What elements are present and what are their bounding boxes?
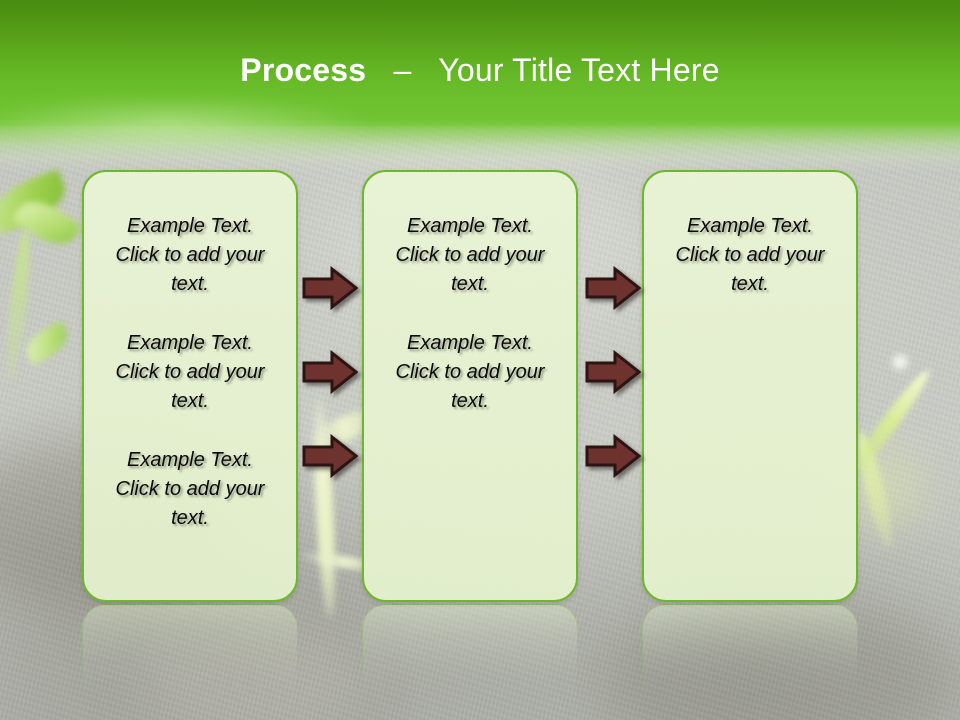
arrow-right-icon-2-2[interactable] <box>585 350 641 394</box>
process-box-2-reflection <box>362 604 578 720</box>
header-glow <box>0 96 380 156</box>
title-bold-part: Process <box>240 52 367 88</box>
process-box-1-paragraph-3[interactable]: Example Text. Click to add your text. <box>115 449 265 529</box>
process-box-1-paragraph-1[interactable]: Example Text. Click to add your text. <box>115 215 265 295</box>
process-box-2-body: Example Text. Click to add your text. Ex… <box>364 172 576 416</box>
process-box-3-reflection <box>642 604 858 720</box>
arrow-right-icon-1-3[interactable] <box>302 434 358 478</box>
process-box-2[interactable]: Example Text. Click to add your text. Ex… <box>362 170 578 602</box>
arrow-right-icon-2-3[interactable] <box>585 434 641 478</box>
process-box-1[interactable]: Example Text. Click to add your text. Ex… <box>82 170 298 602</box>
arrow-right-icon-1-2[interactable] <box>302 350 358 394</box>
sprout-tip-right <box>890 352 910 372</box>
process-box-3-paragraph-1[interactable]: Example Text. Click to add your text. <box>675 215 825 295</box>
arrow-right-icon-1-1[interactable] <box>302 266 358 310</box>
arrow-right-icon-2-1[interactable] <box>585 266 641 310</box>
title-dash: – <box>393 52 412 88</box>
process-box-3[interactable]: Example Text. Click to add your text. <box>642 170 858 602</box>
process-box-1-body: Example Text. Click to add your text. Ex… <box>84 172 296 533</box>
process-box-1-reflection <box>82 604 298 720</box>
process-box-2-paragraph-1[interactable]: Example Text. Click to add your text. <box>395 215 545 295</box>
process-box-1-paragraph-2[interactable]: Example Text. Click to add your text. <box>115 332 265 412</box>
process-box-3-body: Example Text. Click to add your text. <box>644 172 856 299</box>
title-rest-part: Your Title Text Here <box>438 52 720 88</box>
process-box-2-paragraph-2[interactable]: Example Text. Click to add your text. <box>395 332 545 412</box>
page-title: Process – Your Title Text Here <box>0 50 960 90</box>
